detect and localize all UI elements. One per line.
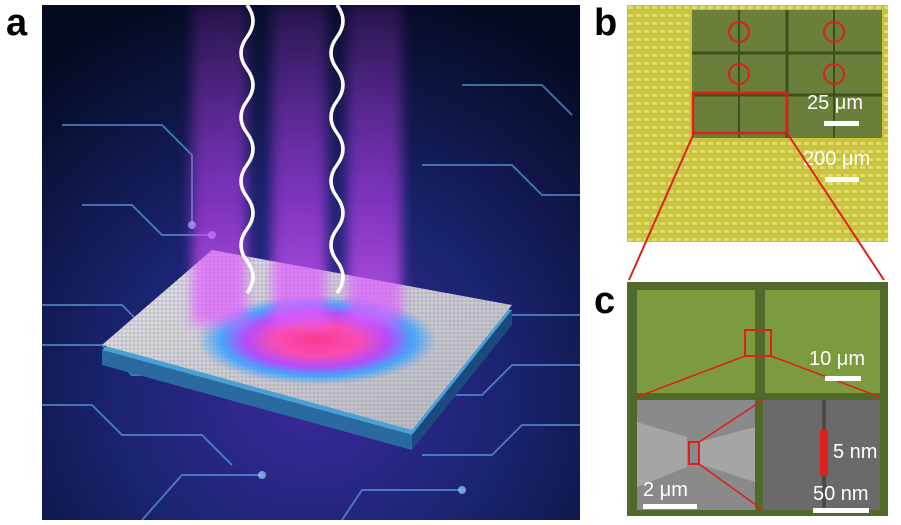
scalebar-10um [825,376,861,381]
electrode-left [637,290,755,393]
scalebar-200um [825,177,859,182]
scalebar-50nm [813,508,869,513]
panel-label-c: c [594,280,616,322]
photon-waves [239,5,345,295]
gap-label-5nm: 5 nm [833,441,878,463]
scalebar-2um [643,504,697,509]
zoom-box [691,91,789,135]
panel-b-optical-image: 25 μm 200 μm [627,5,888,242]
zoom-box-bottom [688,441,700,465]
nanogap-highlight [820,430,828,476]
electrode-right [765,290,880,393]
device-markers [728,21,845,85]
zoom-box-top [744,329,772,357]
panel-label-b: b [594,2,618,44]
scalebar-label-25um: 25 μm [807,92,863,114]
chip-illustration [42,5,580,520]
scalebar-25um [824,121,859,126]
sem-composite [627,282,888,516]
scalebar-label-50nm: 50 nm [813,483,869,505]
scalebar-label-200um: 200 μm [803,148,871,170]
panel-a-illustration [42,5,580,520]
light-beams [192,5,402,325]
scalebar-label-10um: 10 μm [809,348,865,370]
panel-c-sem-images: 10 μm 2 μm 5 nm 50 nm [627,282,888,516]
panel-label-a: a [6,2,28,44]
scalebar-label-2um: 2 μm [643,479,688,501]
